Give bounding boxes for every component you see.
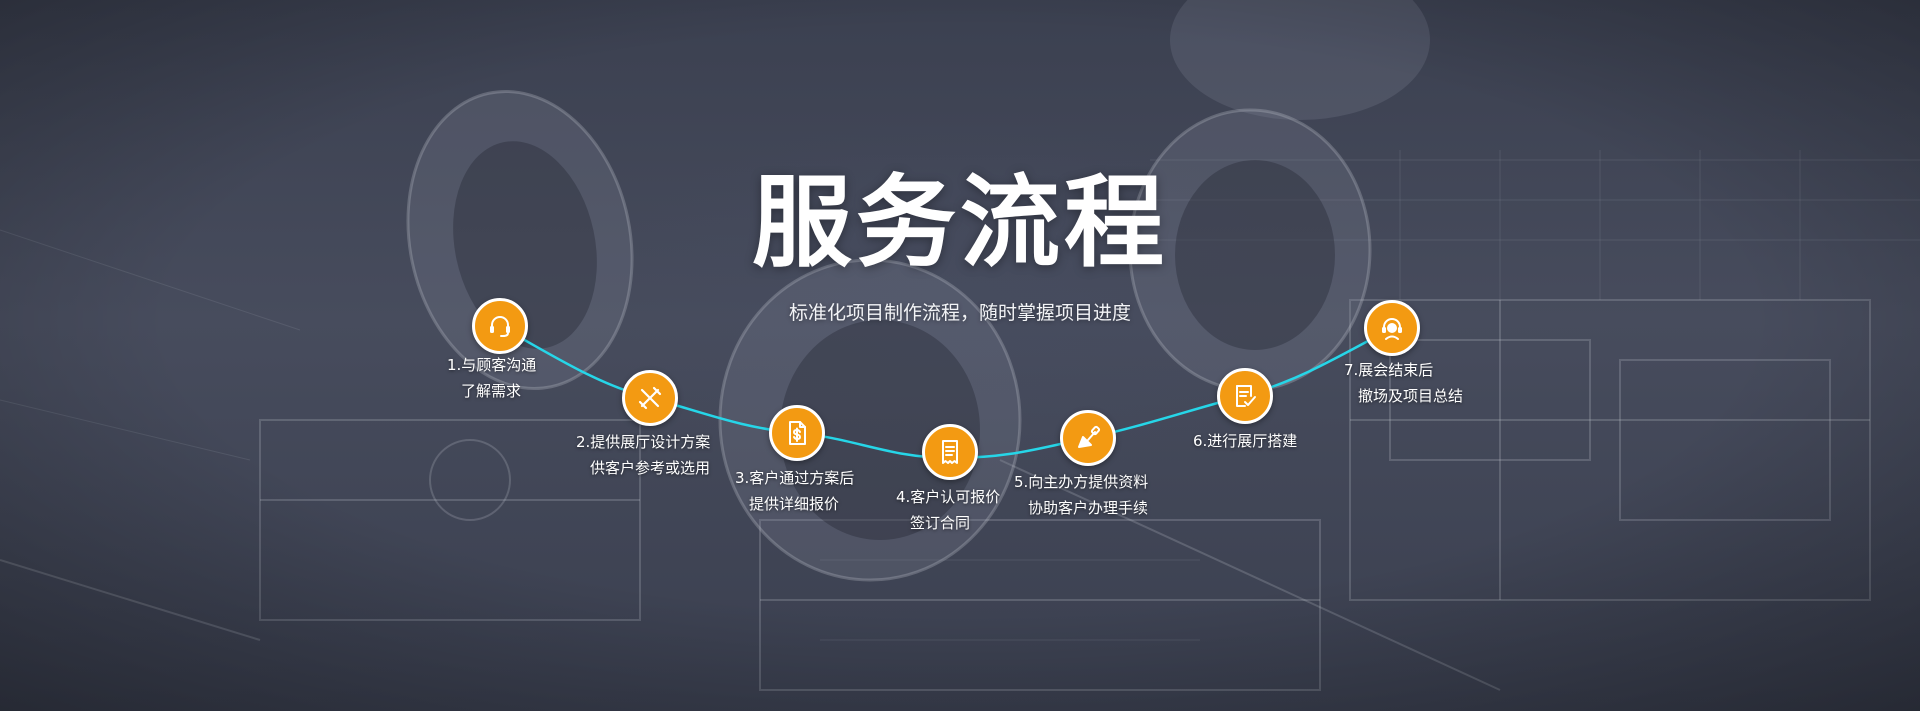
step-5-label-line1: 5.向主办方提供资料 <box>1014 473 1149 491</box>
step-2-label-line2: 供客户参考或选用 <box>590 459 711 477</box>
step-1-label: 1.与顾客沟通 了解需求 <box>447 352 536 404</box>
step-3-dollar-document-icon <box>769 405 825 461</box>
step-2-label: 2.提供展厅设计方案 供客户参考或选用 <box>576 429 710 481</box>
step-7-label-line1: 7.展会结束后 <box>1344 361 1434 379</box>
page-subtitle: 标准化项目制作流程，随时掌握项目进度 <box>788 302 1131 324</box>
step-5-label-line2: 协助客户办理手续 <box>1028 499 1149 517</box>
step-5-label: 5.向主办方提供资料 协助客户办理手续 <box>1014 469 1148 521</box>
step-1-label-line1: 1.与顾客沟通 <box>447 356 537 374</box>
step-3-label-line1: 3.客户通过方案后 <box>735 469 855 487</box>
step-4-label-line2: 签订合同 <box>910 514 971 532</box>
step-3-label: 3.客户通过方案后 提供详细报价 <box>735 465 854 517</box>
page-title: 服务流程 <box>752 164 1168 281</box>
step-1-headset-icon <box>472 298 528 354</box>
step-5-trowel-icon <box>1060 410 1116 466</box>
step-4-receipt-icon <box>922 424 978 480</box>
step-7-label: 7.展会结束后 撤场及项目总结 <box>1344 357 1463 409</box>
step-2-design-tools-icon <box>622 370 678 426</box>
step-7-support-agent-icon <box>1364 300 1420 356</box>
step-4-label-line1: 4.客户认可报价 <box>896 488 1001 506</box>
step-6-label-line1: 6.进行展厅搭建 <box>1193 432 1298 450</box>
step-3-label-line2: 提供详细报价 <box>749 495 840 513</box>
step-1-label-line2: 了解需求 <box>461 382 522 400</box>
step-4-label: 4.客户认可报价 签订合同 <box>896 484 1000 536</box>
step-6-checklist-icon <box>1217 368 1273 424</box>
step-2-label-line1: 2.提供展厅设计方案 <box>576 433 711 451</box>
step-7-label-line2: 撤场及项目总结 <box>1358 387 1464 405</box>
step-6-label: 6.进行展厅搭建 <box>1193 428 1297 454</box>
